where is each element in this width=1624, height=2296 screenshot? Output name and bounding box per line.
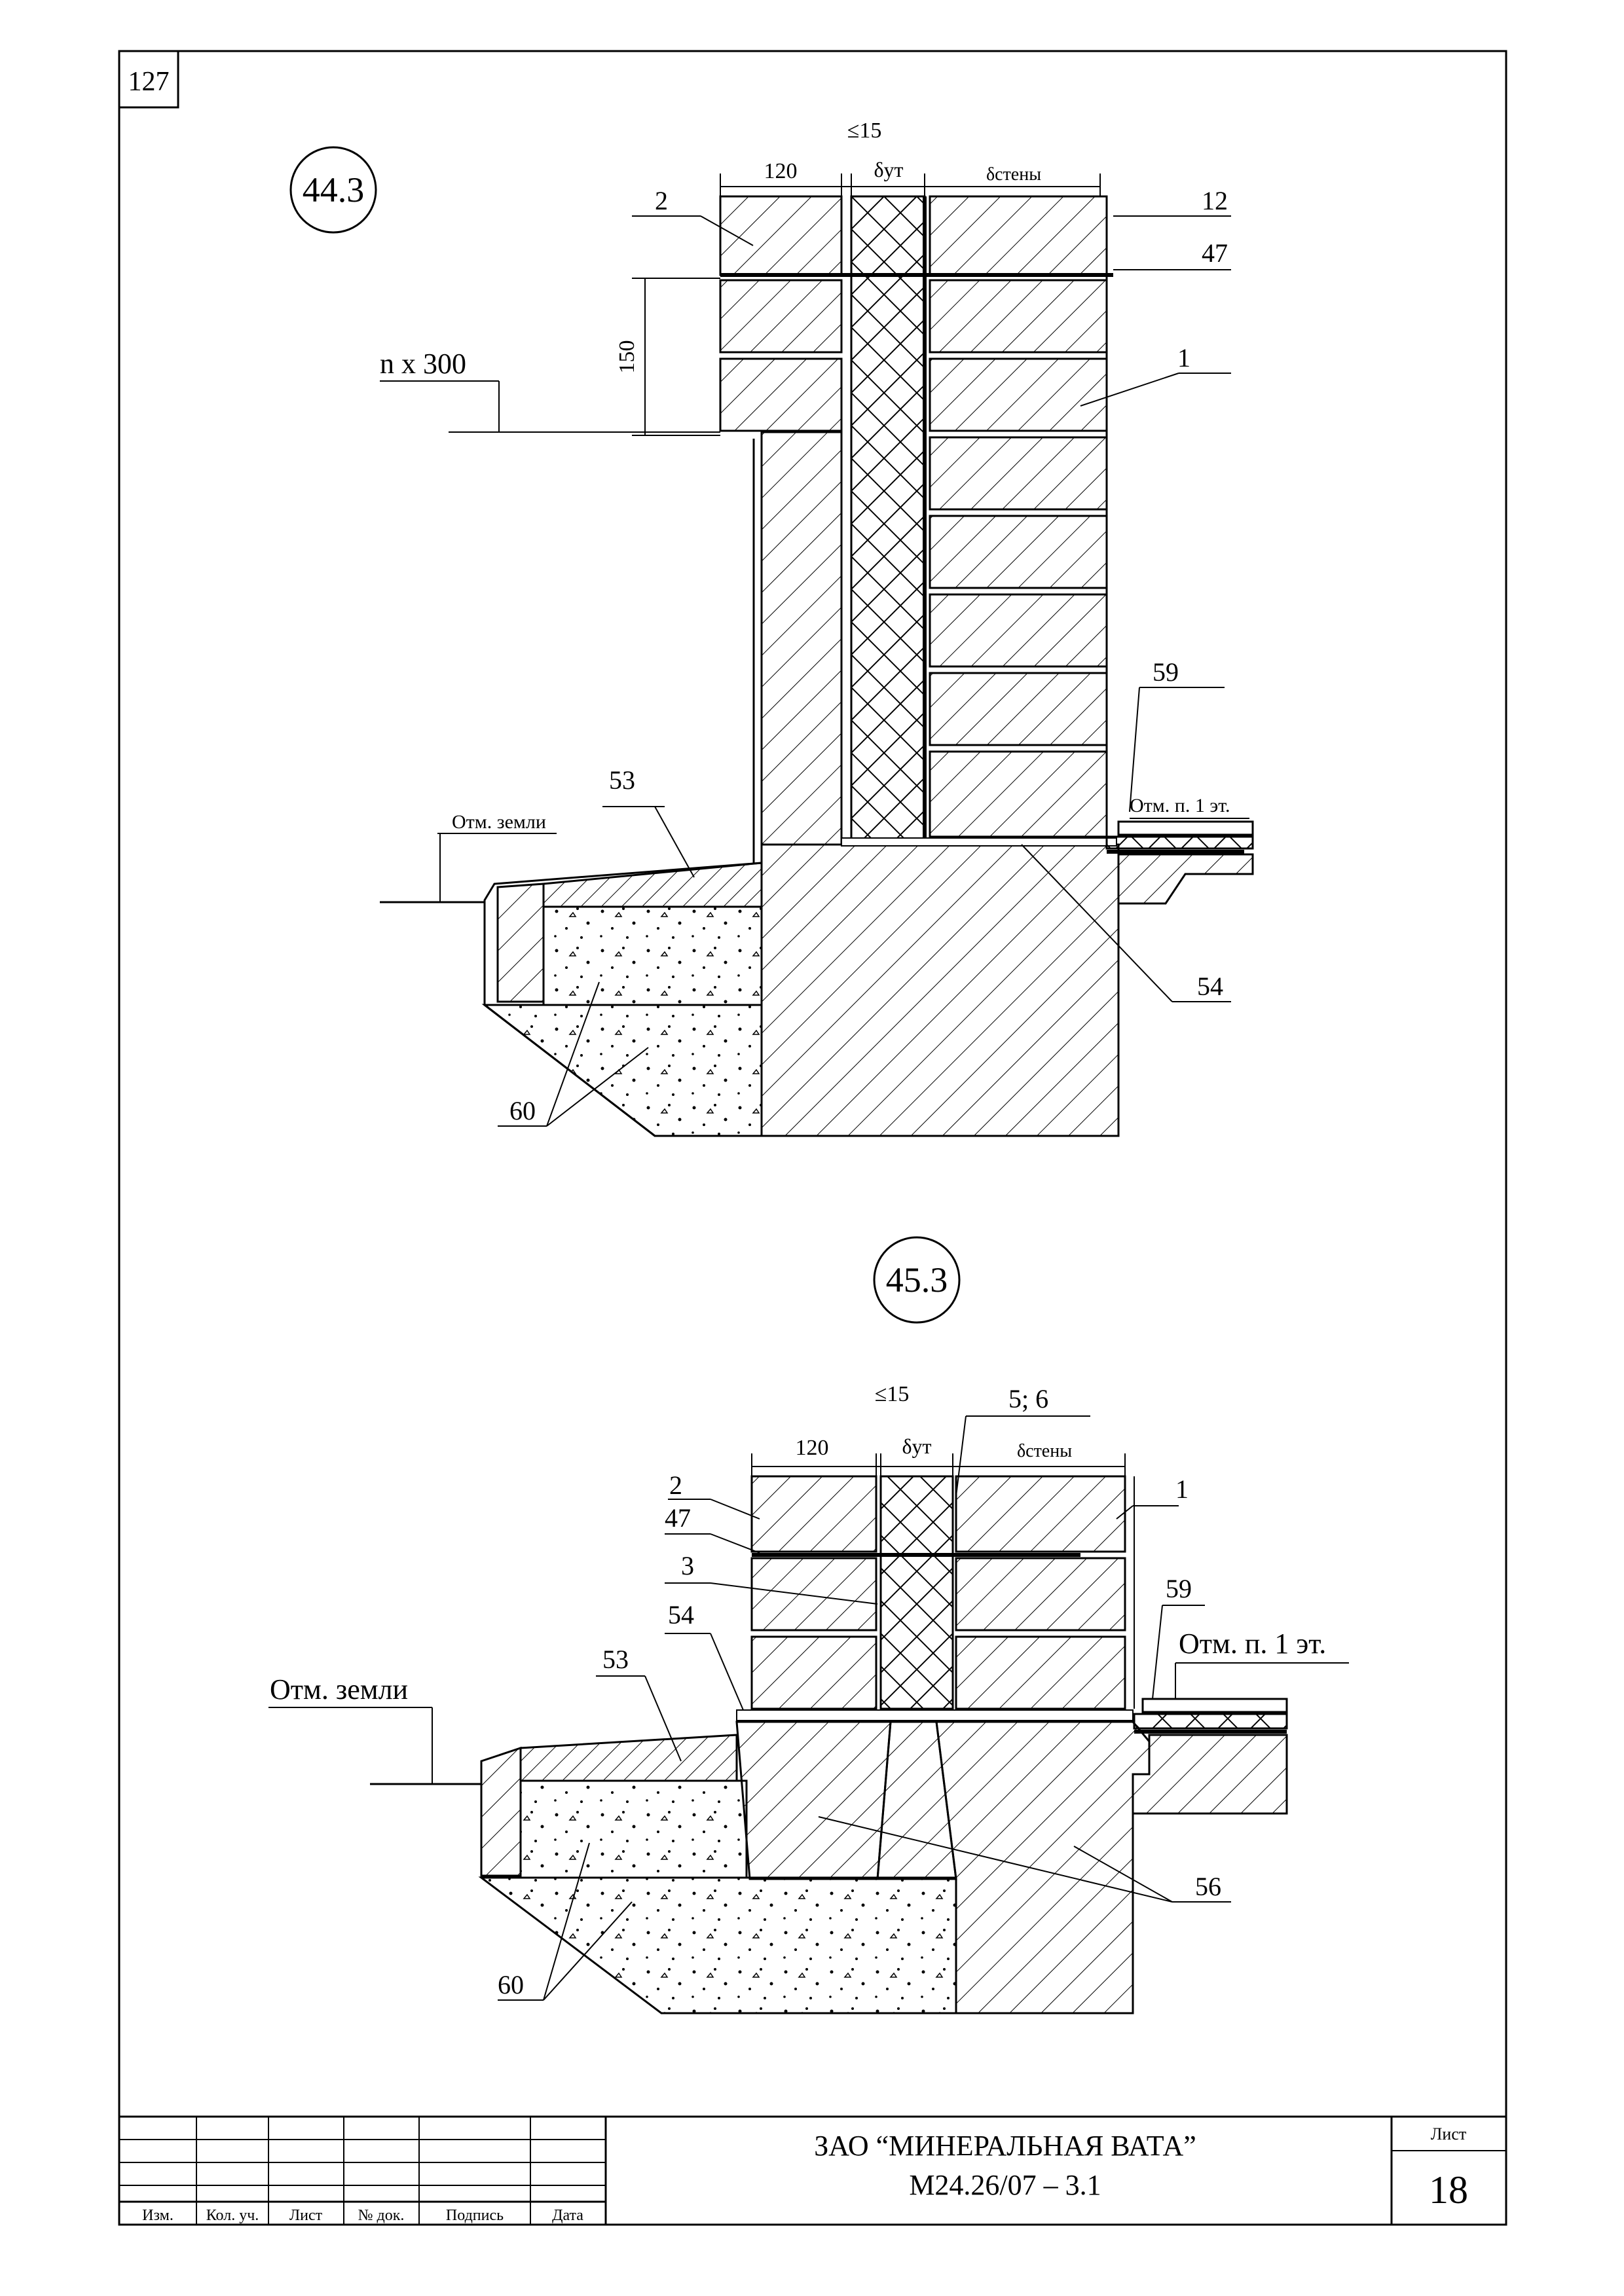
- callout-53: 53: [609, 765, 635, 795]
- curb-stone: [480, 1746, 522, 1877]
- callout-1: 1: [1175, 1474, 1189, 1504]
- callout-54: 54: [1197, 972, 1223, 1001]
- ground-elevation-label: Отм. земли: [452, 811, 546, 833]
- detail-44-3: 44.3: [289, 118, 1254, 1137]
- sheet-number: 18: [1429, 2168, 1468, 2212]
- gravel-base: [478, 1876, 957, 2014]
- dim-wall: δстены: [1017, 1441, 1072, 1461]
- callouts-44-3: 2 12 47 1 59 53 54 60: [498, 186, 1231, 1127]
- detail-45-3: 45.3: [268, 1236, 1349, 2014]
- callout-3: 3: [681, 1551, 694, 1580]
- callout-2: 2: [669, 1470, 682, 1500]
- sheet-frame: [118, 50, 1507, 2226]
- plinth-left: [760, 431, 843, 846]
- blind-area-slab: [542, 862, 763, 908]
- callout-12: 12: [1202, 186, 1228, 215]
- callout-60: 60: [509, 1096, 536, 1125]
- header-date: Дата: [552, 2207, 583, 2224]
- facing-brick: [719, 195, 843, 432]
- dim-insulation: δут: [902, 1434, 931, 1458]
- floor-slab: [1132, 1698, 1288, 1815]
- sand-fill: [519, 1779, 748, 1879]
- ground-elevation-label: Отм. земли: [270, 1673, 408, 1705]
- callout-59: 59: [1153, 657, 1179, 687]
- inner-wall-bricks: [929, 195, 1108, 838]
- curb-stone: [496, 883, 545, 1003]
- dim-insulation: δут: [874, 158, 903, 181]
- detail-marker-circle: [289, 146, 377, 234]
- dim-150: 150: [615, 340, 639, 374]
- detail-marker-label: 45.3: [886, 1260, 948, 1300]
- insulation-layer: [879, 1475, 954, 1710]
- detail-marker-label: 44.3: [303, 170, 365, 210]
- callout-2: 2: [655, 186, 668, 215]
- callout-53: 53: [602, 1645, 629, 1674]
- foundation-block-left: [735, 1721, 892, 1880]
- sand-fill: [542, 905, 763, 1006]
- module-label: n x 300: [380, 348, 466, 380]
- company-name: ЗАО “МИНЕРАЛЬНАЯ ВАТА”: [814, 2130, 1196, 2162]
- insulation-layer: [850, 195, 926, 846]
- callout-60: 60: [498, 1970, 524, 1999]
- blind-area-slab: [519, 1734, 738, 1782]
- document-code: М24.26/07 – 3.1: [909, 2169, 1101, 2201]
- callout-47: 47: [665, 1503, 691, 1533]
- dim-gap: ≤15: [847, 118, 882, 143]
- gravel-base: [481, 1004, 763, 1137]
- waterproofing-layer: [841, 837, 1117, 847]
- dim-120: 120: [796, 1436, 829, 1460]
- header-count: Кол. уч.: [206, 2207, 259, 2224]
- header-sheet: Лист: [289, 2207, 323, 2224]
- corner-box: [118, 50, 179, 109]
- title-block: Изм. Кол. уч. Лист № док. Подпись Дата З…: [119, 2115, 1506, 2225]
- callout-54: 54: [668, 1600, 694, 1630]
- callouts-45-3: 2 47 3 54 53 56 1 5; 6 59: [498, 1384, 1231, 2001]
- callout-1: 1: [1177, 343, 1190, 373]
- callout-59: 59: [1166, 1574, 1192, 1603]
- callout-5-6: 5; 6: [1008, 1384, 1048, 1413]
- header-doc-no: № док.: [358, 2207, 405, 2224]
- corner-number: 127: [128, 67, 170, 97]
- callout-47: 47: [1202, 238, 1228, 268]
- dim-wall: δстены: [986, 164, 1041, 185]
- facing-brick: [750, 1475, 877, 1710]
- detail-marker-circle: [873, 1236, 961, 1324]
- dim-gap: ≤15: [875, 1382, 910, 1406]
- floor-elevation-label: Отм. п. 1 эт.: [1179, 1628, 1326, 1660]
- header-signature: Подпись: [446, 2207, 504, 2224]
- floor-slab: [1105, 820, 1254, 905]
- dim-120: 120: [764, 159, 798, 183]
- waterproofing-layer: [736, 1709, 1134, 1721]
- callout-56: 56: [1195, 1872, 1221, 1901]
- floor-elevation-label: Отм. п. 1 эт.: [1130, 795, 1230, 816]
- inner-wall-bricks: [955, 1475, 1126, 1710]
- foundation-block-right: [935, 1721, 1151, 2014]
- sheet-label: Лист: [1431, 2124, 1466, 2143]
- header-change: Изм.: [142, 2207, 174, 2224]
